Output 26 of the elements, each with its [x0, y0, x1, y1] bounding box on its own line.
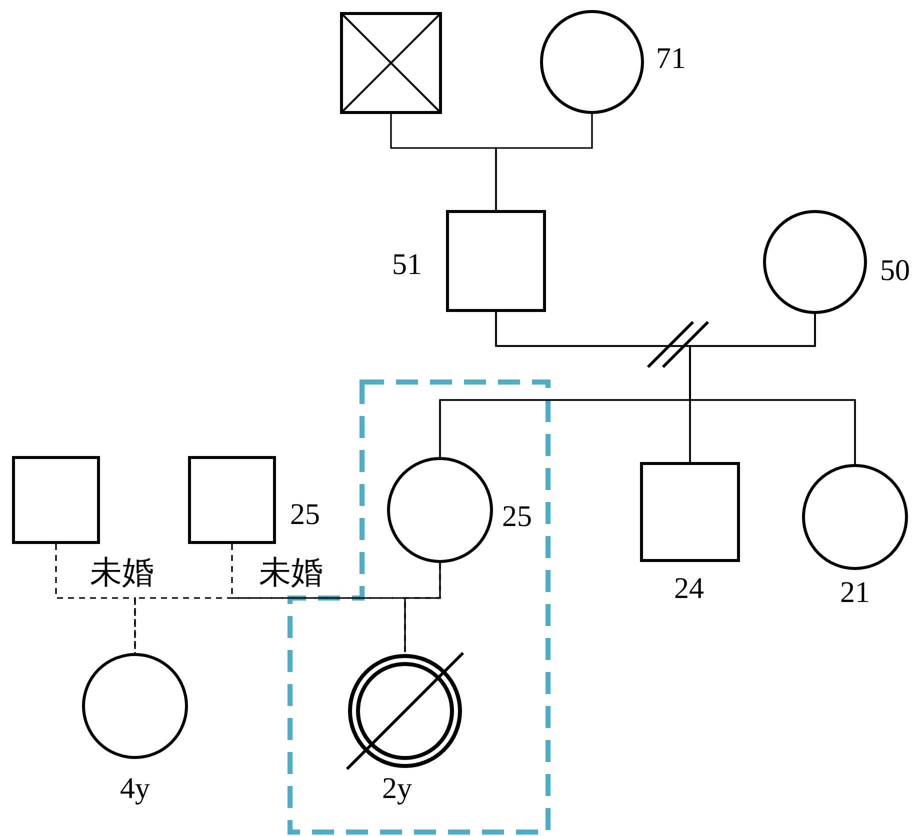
male-symbol [188, 456, 276, 544]
male-symbol [12, 456, 100, 544]
male-symbol [446, 210, 546, 312]
age-label: 24 [674, 574, 704, 604]
proband-female-symbol [346, 652, 464, 770]
relationship-note: 未婚 [90, 556, 154, 588]
female-symbol [387, 457, 493, 563]
female-symbol [802, 464, 908, 570]
age-label: 25 [290, 500, 320, 530]
age-label: 2y [382, 774, 412, 804]
age-label: 21 [840, 578, 870, 608]
female-symbol [540, 10, 644, 114]
descent-line [689, 314, 856, 464]
age-label: 50 [880, 256, 910, 286]
descent-line [404, 563, 441, 652]
dashed-relationship-line [55, 544, 136, 653]
female-symbol [82, 653, 188, 759]
relationship-note: 未婚 [259, 556, 323, 588]
deceased-male-symbol [340, 12, 442, 114]
age-label: 51 [392, 250, 422, 280]
male-symbol [640, 462, 740, 562]
descent-line [495, 114, 593, 210]
age-label: 25 [502, 502, 532, 532]
female-symbol [763, 210, 867, 314]
age-label: 71 [656, 44, 686, 74]
age-label: 4y [120, 774, 150, 804]
